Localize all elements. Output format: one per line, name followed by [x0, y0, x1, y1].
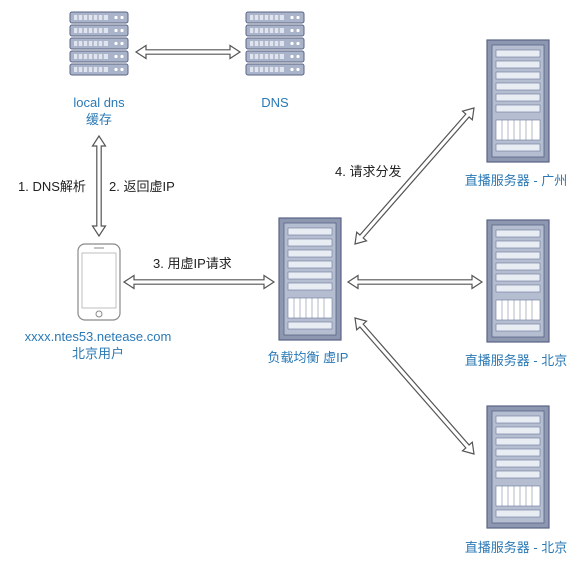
local-dns-server-icon [69, 11, 129, 76]
server-guangzhou-icon [486, 39, 550, 163]
dns-server-icon [245, 11, 305, 76]
arrow-localdns-user [91, 134, 107, 238]
dns-label: DNS [261, 95, 289, 110]
load-balancer-label: 负载均衡 虚IP [268, 350, 349, 365]
arrow-loadbalancer-beijing-2 [354, 317, 475, 455]
arrow-localdns-dns [134, 44, 242, 60]
server-guangzhou-label: 直播服务器 - 广州 [465, 173, 568, 188]
user-location-label: 北京用户 [72, 346, 124, 361]
user-domain-label: xxxx.ntes53.netease.com [25, 329, 172, 344]
mobile-phone-icon [77, 243, 121, 321]
server-beijing-1-icon [486, 219, 550, 343]
step1-label: 1. DNS解析 [18, 179, 86, 194]
local-dns-label: local dns [73, 95, 125, 110]
arrow-loadbalancer-beijing-1 [346, 274, 484, 290]
server-beijing-1-label: 直播服务器 - 北京 [465, 353, 568, 368]
arrow-user-loadbalancer [122, 274, 276, 290]
arrow-loadbalancer-guangzhou [354, 107, 475, 245]
load-balancer-server-icon [278, 217, 342, 341]
server-beijing-2-icon [486, 405, 550, 529]
step3-label: 3. 用虚IP请求 [153, 256, 232, 271]
step2-label: 2. 返回虚IP [109, 179, 175, 194]
local-dns-cache-label: 缓存 [86, 112, 112, 127]
server-beijing-2-label: 直播服务器 - 北京 [465, 540, 568, 555]
step4-label: 4. 请求分发 [335, 164, 401, 179]
